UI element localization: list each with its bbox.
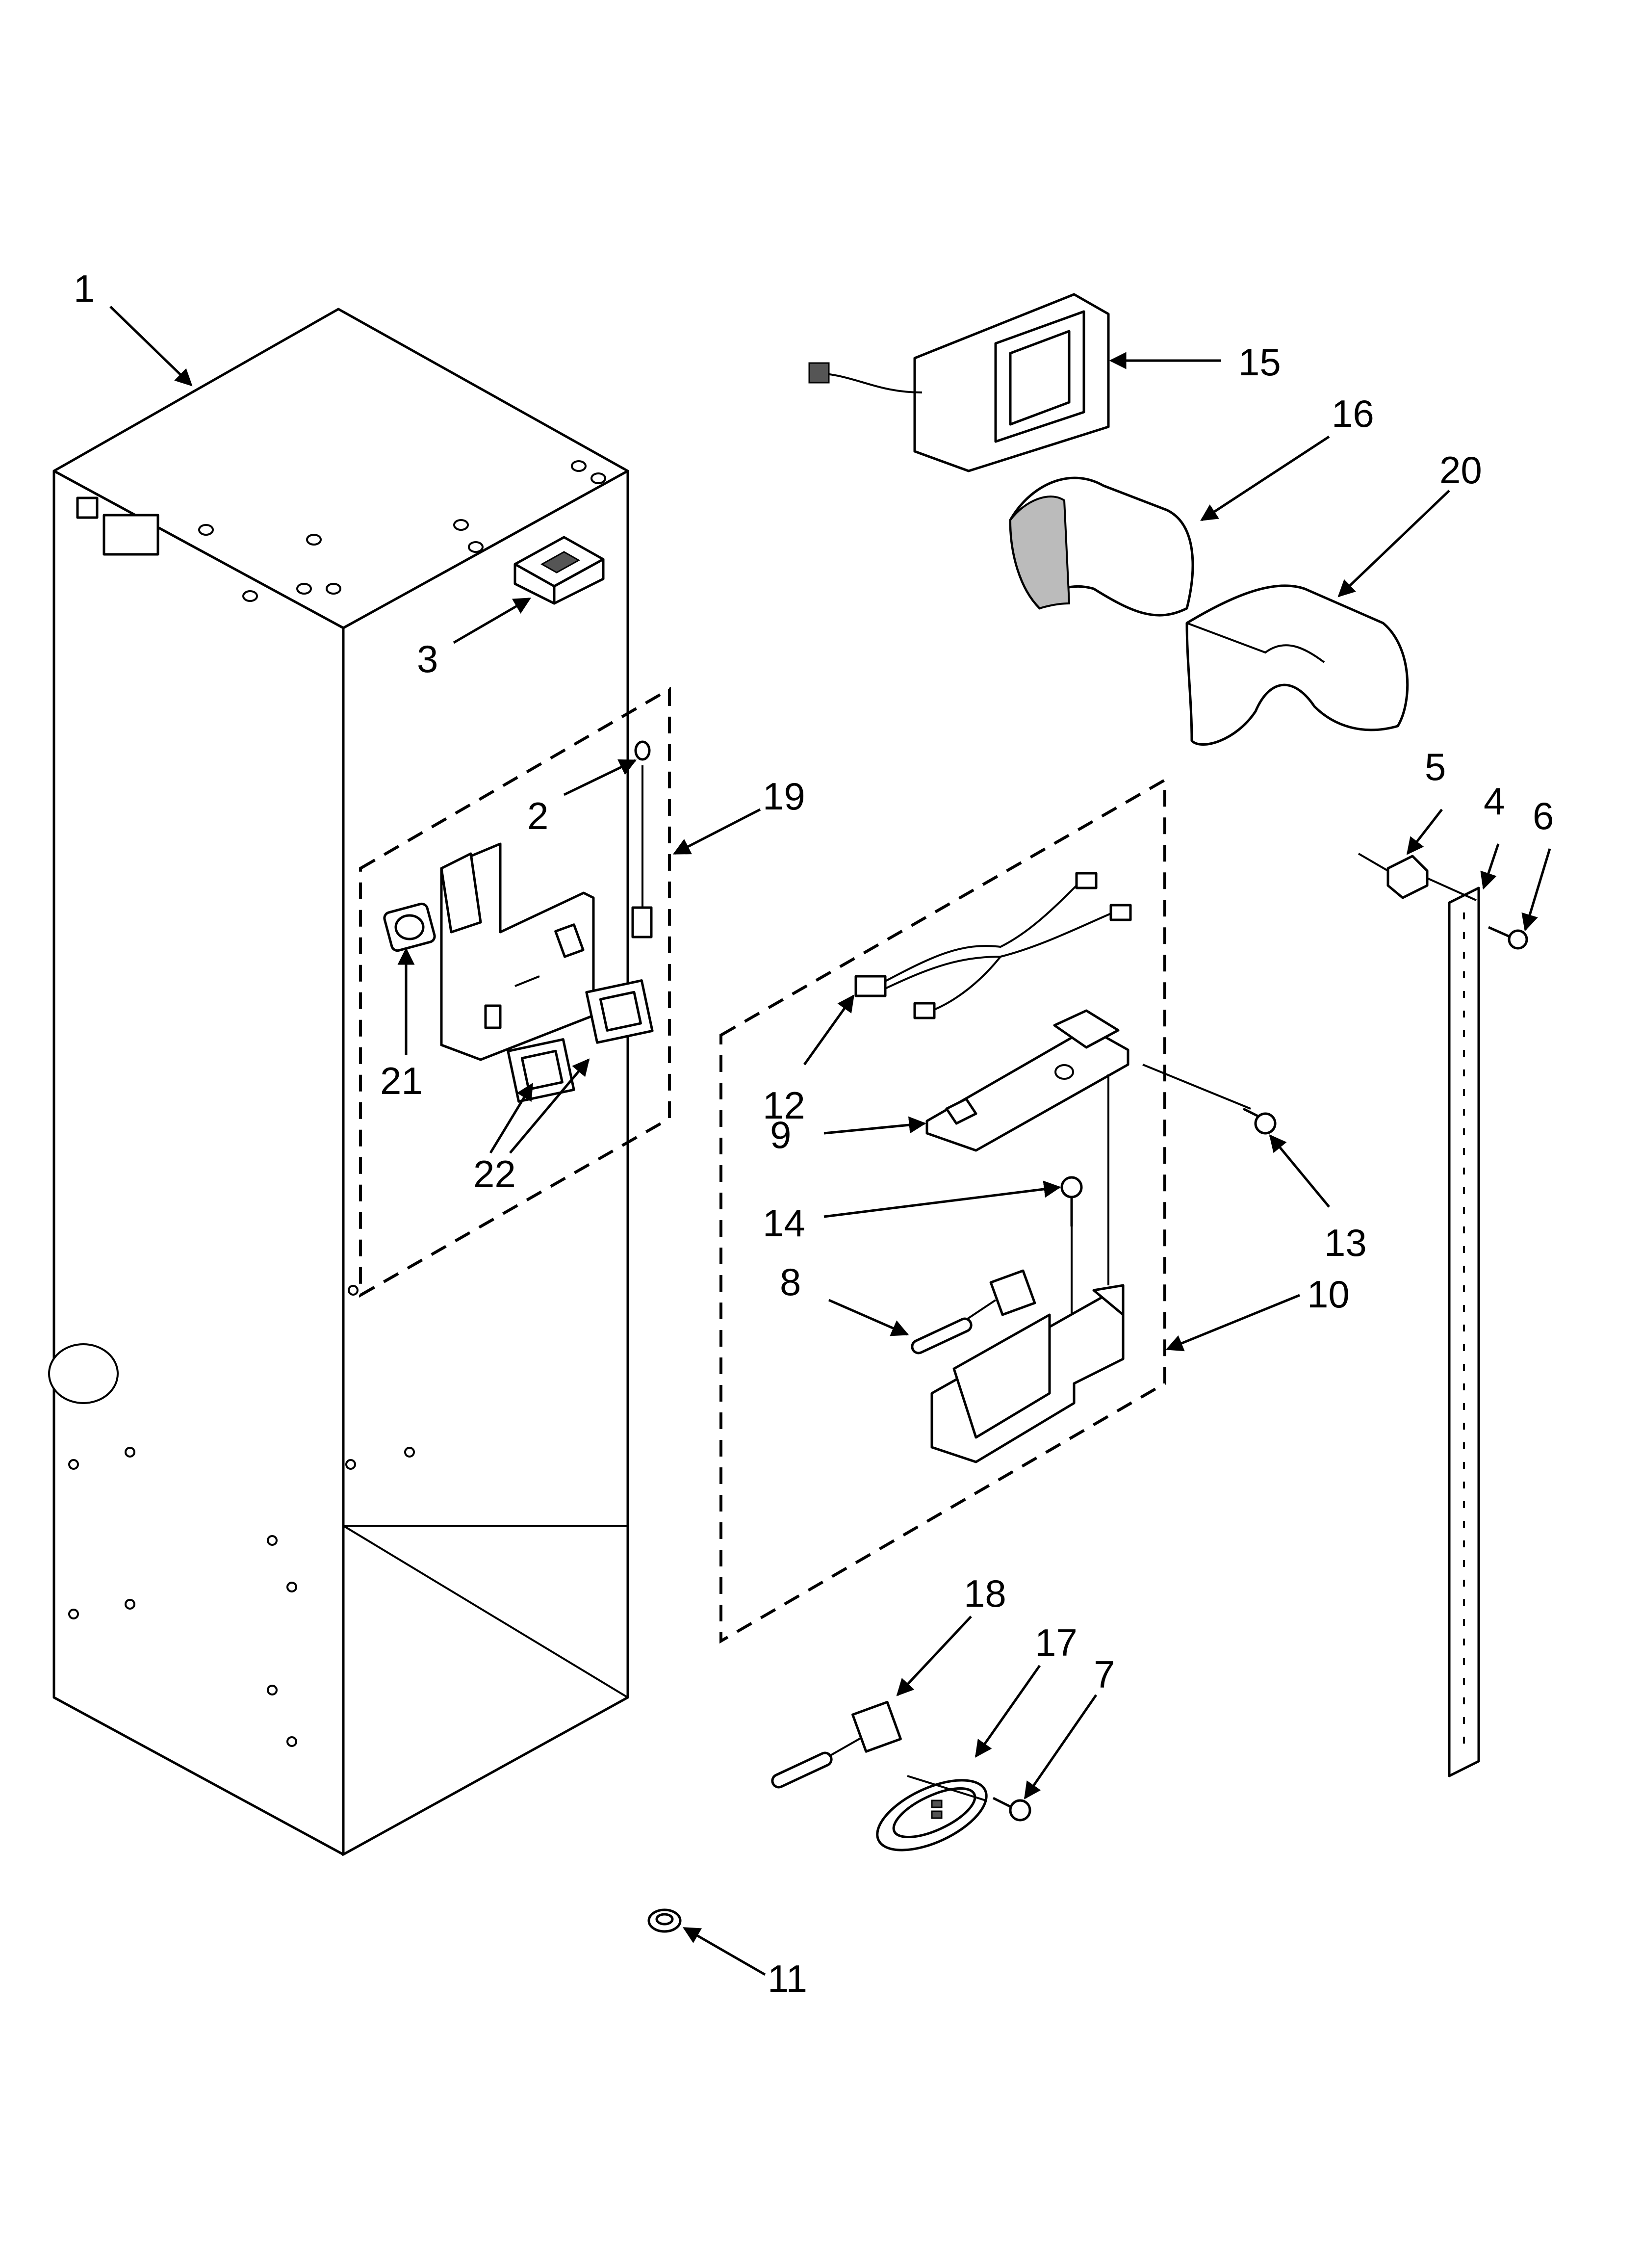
callout-13: 13 xyxy=(1324,1221,1367,1264)
callout-15: 15 xyxy=(1238,340,1281,384)
callout-18: 18 xyxy=(964,1572,1006,1615)
callout-22: 22 xyxy=(473,1152,516,1196)
sensor-part-8 xyxy=(911,1269,1036,1355)
harness-part-12 xyxy=(854,872,1132,1019)
part-15 xyxy=(808,293,1110,472)
callout-16: 16 xyxy=(1332,392,1374,435)
part-20 xyxy=(1185,584,1409,746)
part-21 xyxy=(383,902,436,952)
part-3 xyxy=(513,536,605,605)
gaskets-part-22 xyxy=(507,979,654,1103)
cabinet-part-1 xyxy=(48,308,629,1856)
screw-part-13 xyxy=(1142,1064,1277,1135)
housing-part-10 xyxy=(930,1074,1125,1463)
callout-21: 21 xyxy=(380,1059,423,1102)
rail-part-4 xyxy=(1448,886,1480,1777)
callout-11: 11 xyxy=(768,1957,807,2000)
callout-8: 8 xyxy=(780,1260,801,1303)
wire-part-2 xyxy=(631,740,653,938)
callout-5: 5 xyxy=(1425,745,1446,788)
callout-labels: 1 2 3 4 5 6 7 8 9 10 11 12 13 14 15 16 1… xyxy=(74,267,1554,2000)
callout-20: 20 xyxy=(1439,448,1482,492)
leader-lines xyxy=(109,306,1551,1976)
callout-14: 14 xyxy=(763,1201,805,1245)
control-bracket-plate xyxy=(440,842,595,1061)
screw-part-6 xyxy=(1488,926,1528,950)
grommet-part-11 xyxy=(647,1908,682,1933)
callout-7: 7 xyxy=(1094,1653,1115,1696)
callout-4: 4 xyxy=(1484,780,1505,823)
assembly-10-outline xyxy=(719,777,1166,1644)
callout-2: 2 xyxy=(527,794,548,837)
part-17 xyxy=(876,1775,988,1851)
callout-1: 1 xyxy=(74,267,95,310)
callout-17: 17 xyxy=(1035,1621,1078,1664)
screw-part-7 xyxy=(992,1797,1031,1822)
callout-19: 19 xyxy=(763,775,805,818)
part-16 xyxy=(1009,476,1194,617)
part-9 xyxy=(925,1009,1129,1152)
callout-10: 10 xyxy=(1307,1273,1350,1316)
callout-3: 3 xyxy=(417,637,438,680)
callout-6: 6 xyxy=(1533,794,1554,837)
callout-12: 12 xyxy=(763,1084,805,1127)
part-5 xyxy=(1358,853,1477,901)
sensor-part-18 xyxy=(771,1700,902,1789)
callout-9: 9 xyxy=(770,1113,791,1156)
